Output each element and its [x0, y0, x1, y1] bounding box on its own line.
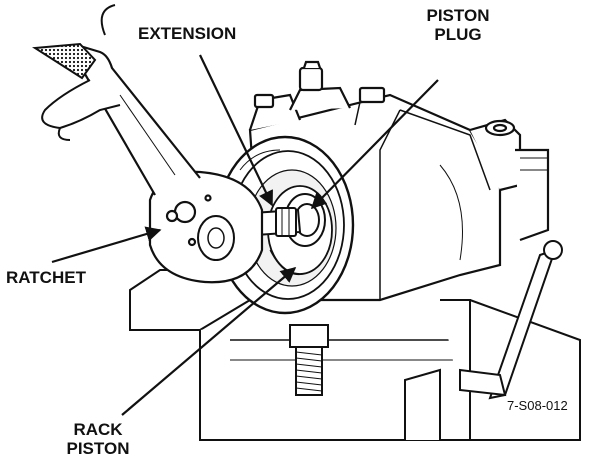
arrow-rack-piston [121, 267, 297, 416]
ratchet [73, 44, 264, 284]
label-ratchet: RATCHET [6, 268, 86, 287]
label-extension: EXTENSION [138, 24, 236, 43]
leader-arrows [51, 54, 439, 416]
label-piston-plug-line1: PISTON [426, 6, 490, 25]
arrow-piston-plug [310, 79, 439, 210]
label-rack-piston-line2: PISTON [66, 439, 130, 458]
label-rack-piston-line1: RACK [73, 420, 123, 439]
label-piston-plug: PISTON PLUG [418, 6, 498, 44]
label-piston-plug-line2: PLUG [434, 25, 482, 44]
pitman-rod [459, 240, 563, 400]
arrow-ratchet [51, 226, 162, 264]
figure-code: 7-S08-012 [507, 398, 568, 413]
threaded-stud [289, 324, 329, 396]
label-ratchet-text: RATCHET [6, 268, 86, 287]
label-rack-piston: RACK PISTON [58, 420, 138, 458]
ratchet-grip [31, 42, 97, 80]
label-extension-text: EXTENSION [138, 24, 237, 43]
technician-hand [41, 4, 121, 141]
figure-code-text: 7-S08-012 [507, 398, 568, 413]
arrow-extension [199, 54, 273, 207]
